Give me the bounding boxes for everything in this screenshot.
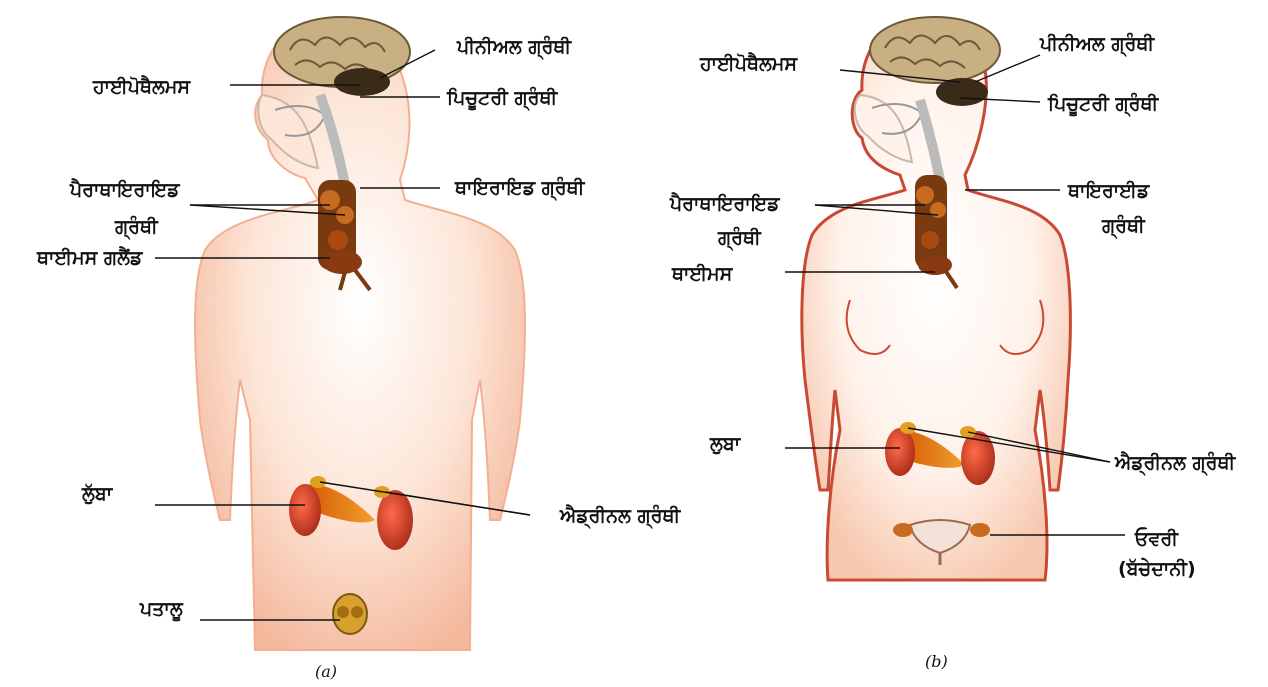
label-pineal-a: ਪੀਨੀਅਲ ਗ੍ਰੰਥੀ	[456, 35, 572, 60]
label-pancreas-b: ਲੁਬਾ	[709, 433, 742, 455]
ovary-right-b	[970, 523, 990, 537]
caption-a: (a)	[315, 662, 337, 681]
label-thyroid-b-line1: ਥਾਇਰਾਈਡ	[1067, 179, 1151, 202]
label-parathyroid-b-line2: ਗ੍ਰੰਥੀ	[717, 226, 762, 251]
cerebellum-a	[334, 68, 390, 96]
label-ovary-b-line1: ਓਵਰੀ	[1134, 526, 1179, 550]
label-pancreas-a: ਲੁੱਬਾ	[81, 483, 114, 505]
label-adrenal-b: ਐਡ੍ਰੀਨਲ ਗ੍ਰੰਥੀ	[1114, 450, 1237, 476]
label-pineal-b: ਪੀਨੀਅਲ ਗ੍ਰੰਥੀ	[1039, 32, 1155, 57]
label-ovary-b-line2: (ਬੱਚੇਦਾਨੀ)	[1118, 557, 1196, 580]
kidney-left-b	[885, 428, 915, 476]
label-parathyroid-b-line1: ਪੈਰਾਥਾਇਰਾਇਡ	[669, 191, 781, 215]
label-thymus-a: ਥਾਈਮਸ ਗਲੈਂਡ	[36, 245, 144, 269]
label-thymus-b: ਥਾਈਮਸ	[671, 262, 734, 285]
body-silhouette-b	[802, 18, 1071, 580]
label-testes-a: ਪਤਾਲੂ	[139, 598, 184, 623]
kidney-right-a	[377, 490, 413, 550]
cerebellum-b	[936, 78, 988, 106]
label-hypothalamus-b: ਹਾਈਪੋਥੈਲਮਸ	[699, 51, 798, 75]
kidney-left-a	[289, 484, 321, 536]
label-parathyroid-a-line2: ਗ੍ਰੰਥੀ	[114, 215, 159, 240]
label-thyroid-a: ਥਾਇਰਾਇਡ ਗ੍ਰੰਥੀ	[454, 176, 586, 201]
ovary-left-b	[893, 523, 913, 537]
brain-b	[870, 17, 1000, 83]
caption-b: (b)	[925, 652, 948, 671]
label-pituitary-b: ਪਿਚੂਟਰੀ ਗ੍ਰੰਥੀ	[1047, 92, 1160, 118]
body-silhouette-a	[195, 20, 525, 650]
label-pituitary-a: ਪਿਚੂਟਰੀ ਗ੍ਰੰਥੀ	[446, 86, 559, 112]
label-parathyroid-a-line1: ਪੈਰਾਥਾਇਰਾਇਡ	[69, 177, 181, 201]
label-thyroid-b-line2: ਗ੍ਰੰਥੀ	[1101, 214, 1146, 239]
figure-a-body	[195, 17, 525, 650]
label-hypothalamus-a: ਹਾਈਪੋਥੈਲਮਸ	[92, 74, 191, 98]
label-adrenal-a: ਐਡ੍ਰੀਨਲ ਗ੍ਰੰਥੀ	[559, 503, 682, 529]
